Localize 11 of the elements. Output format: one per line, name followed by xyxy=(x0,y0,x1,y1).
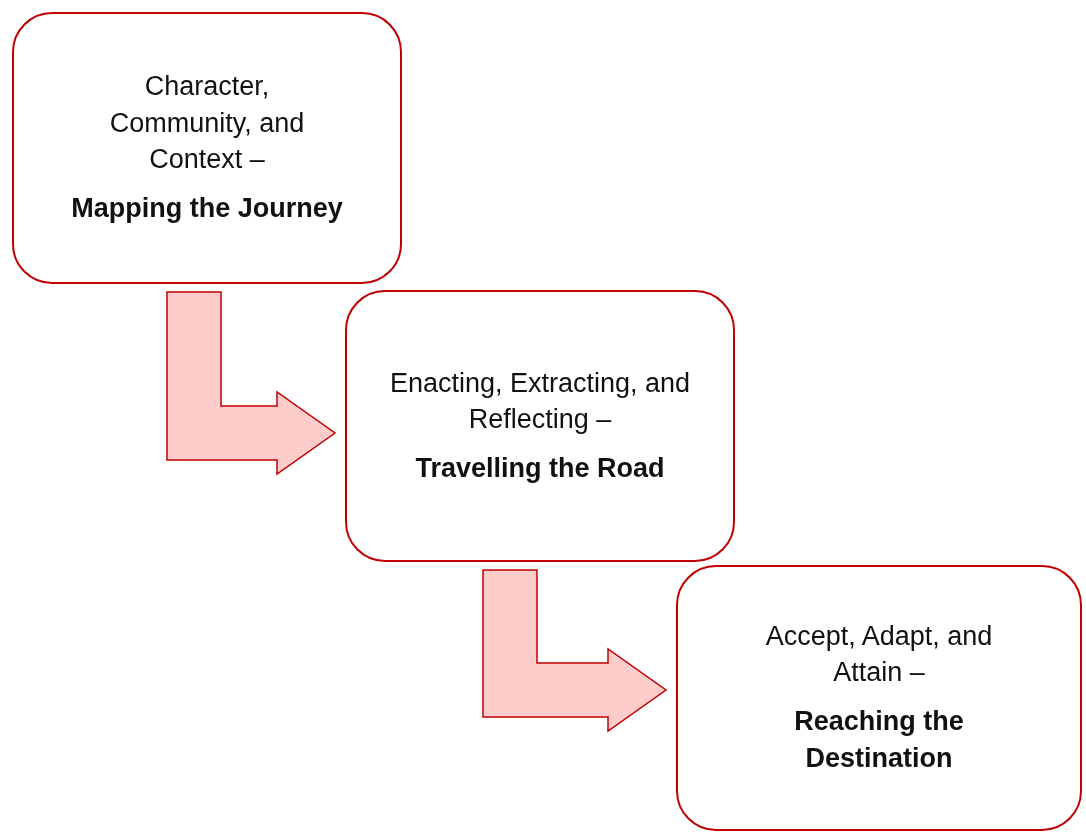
stage-title: Travelling the Road xyxy=(415,451,665,485)
stage-description: Enacting, Extracting, and Reflecting – xyxy=(388,366,692,437)
stage-title: Reaching the Destination xyxy=(793,704,965,776)
bent-arrow xyxy=(166,291,337,476)
stage-description: Accept, Adapt, and Attain – xyxy=(764,619,994,690)
process-box xyxy=(676,565,1082,831)
process-box xyxy=(12,12,402,284)
bent-arrow xyxy=(482,569,668,733)
stage-title: Mapping the Journey xyxy=(71,191,343,225)
stage-description: Character, Community, and Context – xyxy=(108,70,306,177)
process-box xyxy=(345,290,735,562)
